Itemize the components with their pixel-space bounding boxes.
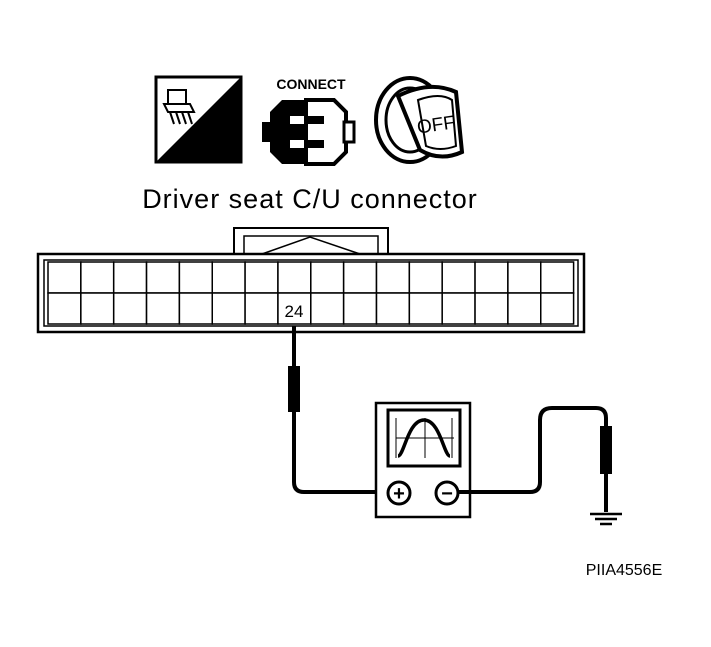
terminal-cell bbox=[112, 292, 148, 325]
connector-body bbox=[36, 227, 586, 334]
terminal-cell bbox=[441, 292, 476, 325]
negative-symbol: − bbox=[441, 483, 453, 505]
terminal-cell bbox=[112, 261, 148, 294]
harness-label: H.S. bbox=[187, 140, 226, 162]
connect-label: CONNECT bbox=[276, 76, 346, 92]
terminal-cell bbox=[47, 292, 82, 325]
positive-lead-wire bbox=[292, 410, 386, 494]
terminal-cell bbox=[474, 292, 509, 325]
terminal-cell bbox=[244, 292, 279, 325]
terminal-cell bbox=[342, 292, 378, 325]
terminal-cell bbox=[277, 261, 312, 294]
terminal-cell bbox=[211, 261, 246, 294]
terminal-cell bbox=[408, 292, 443, 325]
terminal-cell bbox=[441, 261, 476, 294]
connect-icon: CONNECT bbox=[262, 76, 356, 166]
terminal-cell bbox=[540, 292, 575, 325]
terminal-cell bbox=[145, 261, 181, 294]
terminal-cell bbox=[310, 261, 345, 294]
terminal-cell bbox=[408, 261, 443, 294]
terminal-cell bbox=[277, 292, 312, 325]
terminal-cell bbox=[375, 261, 411, 294]
positive-terminal: + bbox=[386, 480, 412, 506]
connector-cells bbox=[47, 261, 575, 325]
negative-probe bbox=[600, 426, 612, 512]
terminal-cell bbox=[80, 261, 115, 294]
positive-symbol: + bbox=[393, 483, 405, 505]
terminal-cell bbox=[80, 292, 115, 325]
figure-code: PIIA4556E bbox=[586, 562, 663, 579]
terminal-cell bbox=[540, 261, 575, 294]
terminal-cell bbox=[342, 261, 378, 294]
positive-probe bbox=[288, 326, 300, 412]
negative-terminal: − bbox=[434, 480, 460, 506]
terminal-cell bbox=[145, 292, 181, 325]
negative-lead-wire bbox=[458, 406, 608, 494]
terminal-cell bbox=[178, 292, 213, 325]
harness-hs-icon: H.S. bbox=[154, 75, 243, 164]
terminal-cell bbox=[310, 292, 345, 325]
sine-wave-icon bbox=[395, 418, 454, 458]
connector-title: Driver seat C/U connector bbox=[142, 184, 478, 214]
terminal-cell bbox=[211, 292, 246, 325]
ignition-label: OFF bbox=[416, 112, 457, 138]
terminal-cell bbox=[47, 261, 82, 294]
oscilloscope: + − bbox=[374, 401, 472, 519]
terminal-cell bbox=[244, 261, 279, 294]
terminal-cell bbox=[507, 261, 542, 294]
ground-icon bbox=[590, 512, 622, 526]
terminal-cell bbox=[178, 261, 213, 294]
ignition-off-icon: OFF bbox=[374, 76, 465, 164]
terminal-24-label: 24 bbox=[285, 302, 304, 321]
terminal-cell bbox=[474, 261, 509, 294]
terminal-cell bbox=[507, 292, 542, 325]
terminal-cell bbox=[375, 292, 411, 325]
